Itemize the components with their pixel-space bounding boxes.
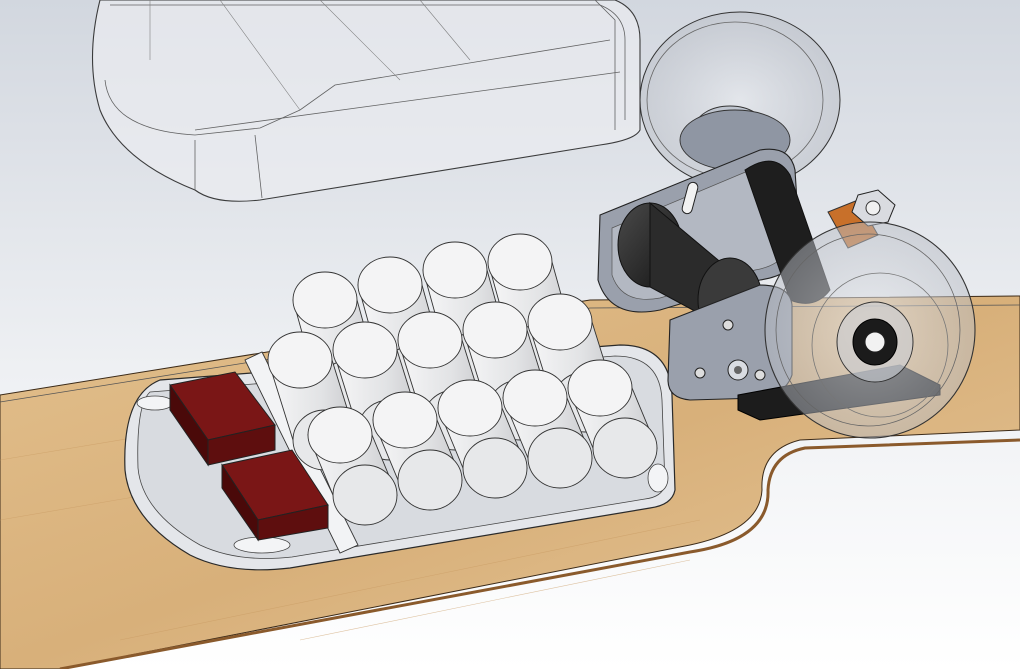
battery-cell — [502, 369, 593, 489]
battery-cell — [372, 391, 463, 511]
enclosure-cover — [92, 0, 641, 202]
battery-cell — [307, 406, 398, 526]
battery-cell — [567, 359, 658, 479]
battery-cell — [437, 379, 528, 499]
esc-blocks — [169, 371, 329, 542]
wheel-front — [764, 221, 976, 439]
battery-cells — [267, 233, 658, 526]
